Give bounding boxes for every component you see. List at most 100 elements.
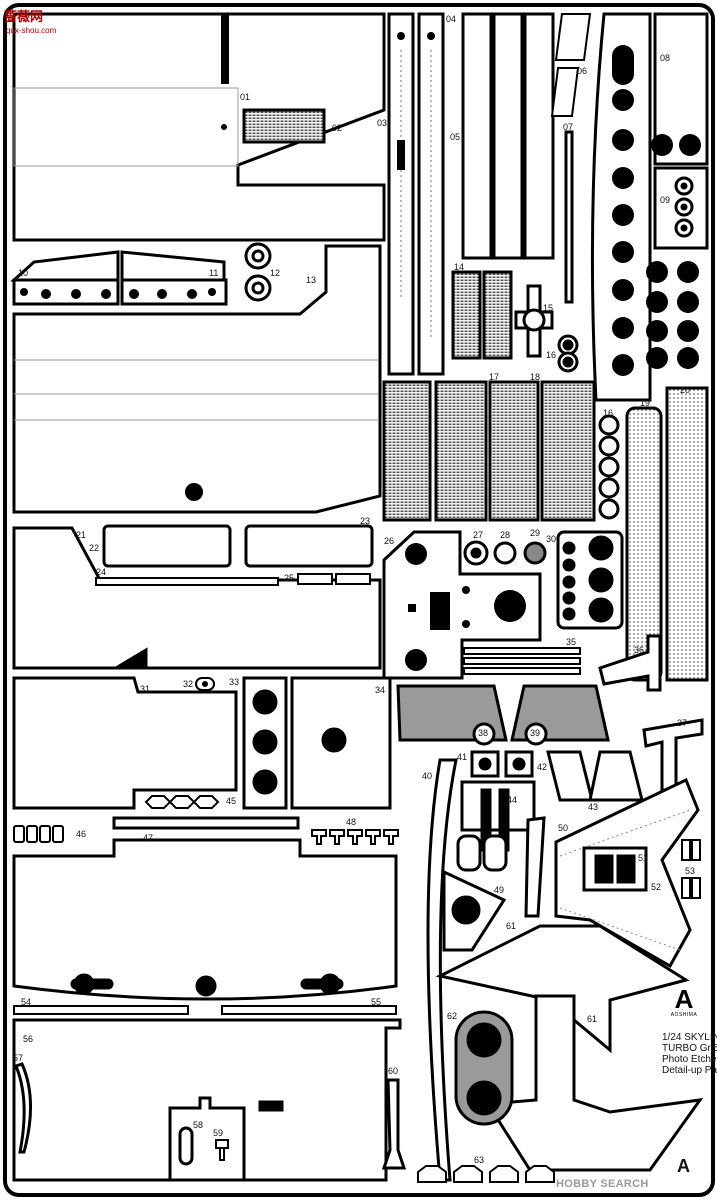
part-19 — [625, 406, 663, 682]
part-08 — [651, 12, 709, 166]
part-label-09: 09 — [660, 195, 671, 205]
part-label-57: 57 — [13, 1053, 24, 1063]
part-11 — [120, 250, 228, 306]
part-label-04: 04 — [446, 14, 457, 24]
part-label-12: 12 — [270, 268, 281, 278]
part-41-42 — [470, 750, 534, 778]
part-label-30: 30 — [546, 534, 557, 544]
part-03 — [387, 12, 415, 376]
part-44 — [456, 780, 546, 918]
part-15 — [514, 284, 554, 358]
part-63 — [417, 1165, 555, 1183]
part-label-35: 35 — [566, 637, 577, 647]
watermark-top-left-url: qqx-shou.com — [6, 26, 57, 35]
part-59 — [215, 1139, 229, 1161]
part-label-46: 46 — [76, 829, 87, 839]
part-label-32: 32 — [183, 679, 194, 689]
part-label-29: 29 — [530, 528, 541, 538]
part-16-upper — [557, 334, 579, 373]
maker-name: AOSHIMA — [670, 1012, 698, 1018]
part-16-column — [598, 414, 620, 520]
part-label-16: 16 — [603, 408, 614, 418]
maker-logo-mark: A — [674, 984, 694, 1014]
title-line-1: 1/24 SKYLINE — [662, 1032, 717, 1043]
part-label-05: 05 — [450, 132, 461, 142]
part-07 — [564, 130, 574, 304]
part-label-39: 39 — [530, 728, 541, 738]
part-label-08: 08 — [660, 53, 671, 63]
part-61 — [435, 924, 704, 1172]
part-09 — [653, 166, 709, 250]
part-label-20: 20 — [680, 385, 691, 395]
part-label-44: 44 — [507, 795, 518, 805]
part-10 — [10, 250, 120, 306]
part-label-25: 25 — [284, 573, 295, 583]
part-label-31: 31 — [140, 684, 151, 694]
part-label-01: 01 — [240, 92, 251, 102]
part-23 — [244, 524, 374, 568]
part-58 — [168, 1096, 246, 1182]
part-label-56: 56 — [23, 1034, 34, 1044]
part-label-49: 49 — [494, 885, 505, 895]
part-label-43: 43 — [588, 802, 599, 812]
part-49 — [442, 869, 507, 952]
part-label-40: 40 — [422, 771, 433, 781]
part-label-15: 15 — [543, 303, 554, 313]
part-38-39 — [396, 684, 610, 746]
part-label-16: 16 — [546, 350, 557, 360]
title-line-2: TURBO Gr.5 — [662, 1043, 717, 1054]
part-35 — [463, 647, 581, 675]
part-62 — [454, 1010, 514, 1126]
part-label-03: 03 — [377, 118, 388, 128]
part-10-11-holes — [20, 288, 216, 299]
part-34 — [290, 676, 392, 810]
part-label-42: 42 — [537, 762, 548, 772]
part-51-52 — [582, 846, 648, 892]
part-label-07: 07 — [563, 122, 574, 132]
part-22 — [102, 524, 232, 568]
part-label-13: 13 — [306, 275, 317, 285]
part-label-34: 34 — [375, 685, 386, 695]
part-53 — [681, 839, 701, 899]
title-line-4: Detail-up Parts — [662, 1065, 717, 1076]
part-label-17: 17 — [489, 372, 500, 382]
part-label-36: 36 — [634, 645, 645, 655]
part-label-41: 41 — [457, 752, 468, 762]
part-54-55 — [13, 1005, 397, 1015]
part-05 — [461, 12, 555, 260]
part-48 — [311, 829, 399, 845]
part-label-11: 11 — [209, 268, 219, 278]
part-60 — [381, 1078, 407, 1170]
part-24 — [95, 577, 279, 586]
part-02 — [221, 108, 326, 144]
part-label-48: 48 — [346, 817, 357, 827]
part-label-06: 06 — [577, 66, 588, 76]
part-label-60: 60 — [388, 1066, 399, 1076]
part-label-37: 37 — [677, 718, 688, 728]
part-label-51: 51 — [638, 853, 649, 863]
part-13 — [12, 244, 382, 514]
part-06 — [550, 13, 592, 117]
sheet-title-block: 1/24 SKYLINE TURBO Gr.5 Photo Etched Det… — [662, 1032, 717, 1076]
part-label-52: 52 — [651, 882, 662, 892]
part-label-21: 21 — [76, 530, 87, 540]
part-25 — [297, 573, 371, 585]
part-14 — [451, 270, 513, 360]
part-label-27: 27 — [473, 530, 484, 540]
part-21 — [12, 526, 382, 670]
part-label-54: 54 — [21, 997, 32, 1007]
part-right-holes — [612, 45, 634, 376]
part-label-02: 02 — [332, 123, 343, 133]
part-27-28-29 — [463, 540, 547, 566]
part-label-33: 33 — [229, 677, 240, 687]
part-12 — [244, 242, 272, 302]
part-47 — [12, 816, 398, 1001]
part-label-61: 61 — [506, 921, 517, 931]
part-label-19: 19 — [640, 398, 651, 408]
part-46 — [13, 825, 64, 843]
part-43 — [546, 750, 644, 802]
part-label-55: 55 — [371, 997, 382, 1007]
part-right-dots — [646, 261, 699, 369]
part-01 — [12, 12, 386, 242]
